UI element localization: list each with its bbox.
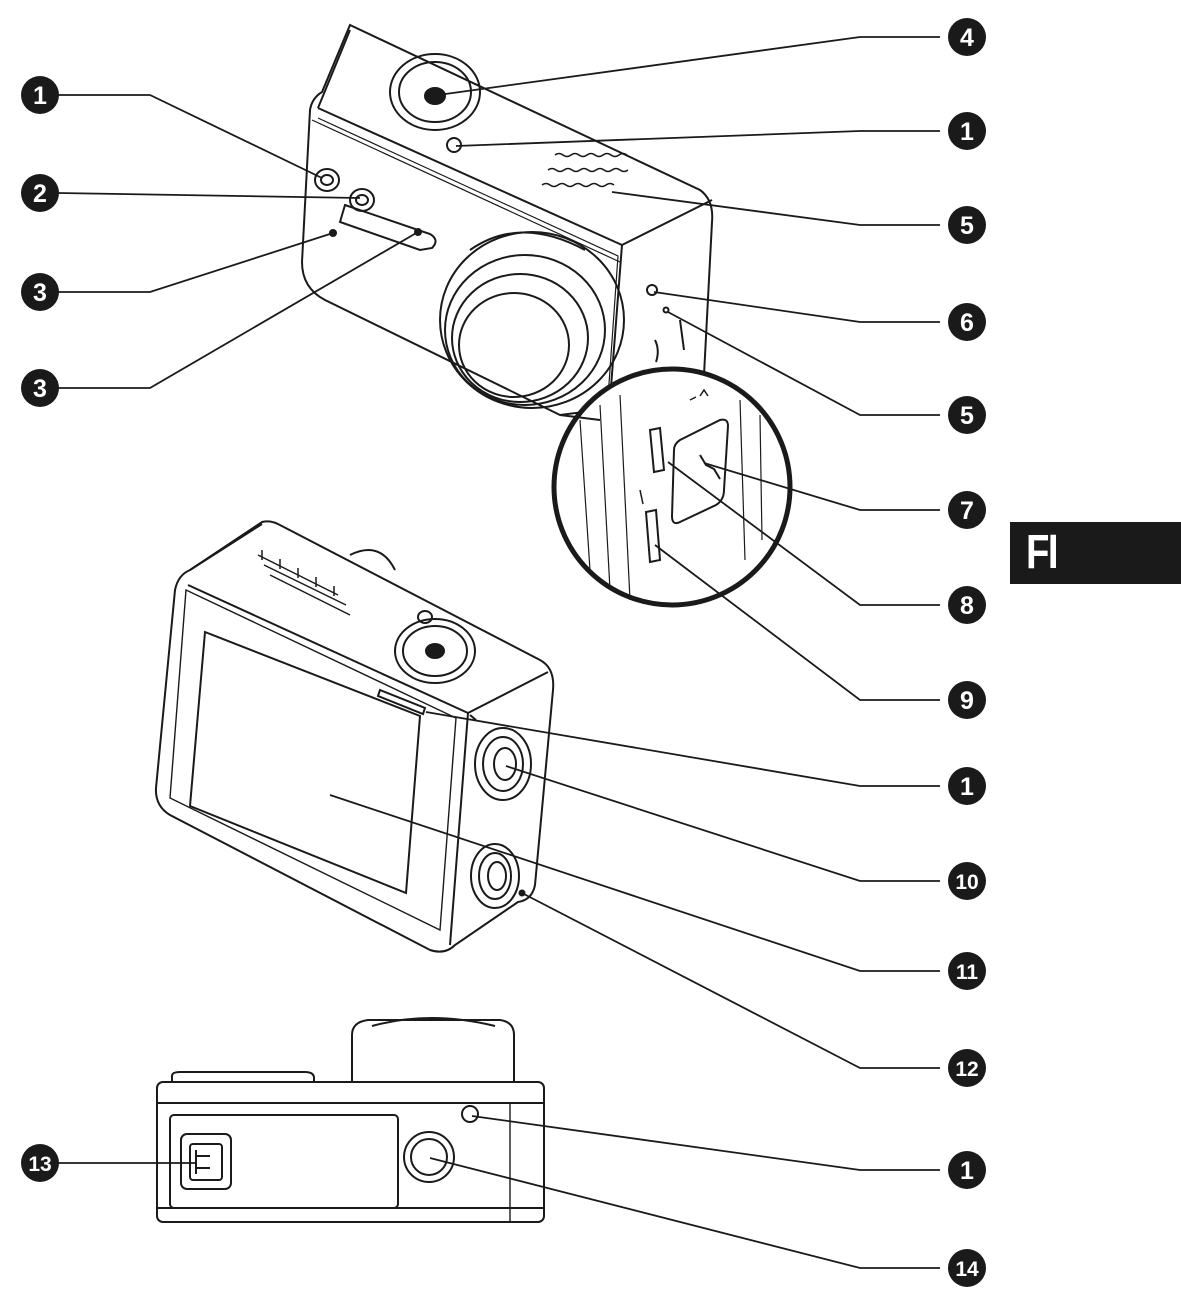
leader-line-1c	[425, 711, 940, 787]
language-tab: FI	[1010, 522, 1181, 584]
callout-badges: 1 2 3 3 4 1 5 6 5 7 8 9 1 10 11 12 13 1 …	[21, 18, 986, 1287]
camera-bottom-view	[156, 1017, 545, 1223]
svg-text:3: 3	[33, 375, 47, 403]
callout-badge: 1	[948, 767, 986, 805]
svg-text:1: 1	[960, 1157, 974, 1185]
leader-line-14	[429, 1157, 940, 1269]
callout-badge: 1	[21, 76, 59, 114]
leader-line-1b	[455, 130, 940, 147]
svg-text:1: 1	[33, 82, 47, 110]
callout-badge: 11	[948, 952, 986, 990]
leader-line-1d	[471, 1115, 940, 1171]
svg-text:4: 4	[960, 24, 974, 52]
svg-text:2: 2	[33, 180, 47, 208]
callout-badge: 1	[948, 112, 986, 150]
callout-badge: 3	[21, 273, 59, 311]
svg-text:11: 11	[956, 961, 979, 984]
svg-text:5: 5	[960, 212, 974, 240]
svg-text:5: 5	[960, 402, 974, 430]
callout-badge: 4	[948, 18, 986, 56]
svg-text:3: 3	[33, 279, 47, 307]
callout-badge: 13	[21, 1144, 59, 1182]
camera-front-view	[300, 23, 714, 417]
callout-badge: 8	[948, 586, 986, 624]
svg-text:14: 14	[955, 1258, 979, 1281]
leader-line-11	[329, 794, 940, 972]
camera-back-view	[154, 520, 555, 953]
svg-text:10: 10	[955, 871, 978, 894]
leader-line-4	[437, 36, 940, 96]
svg-text:1: 1	[960, 118, 974, 146]
svg-text:13: 13	[28, 1153, 51, 1176]
callout-badge: 7	[948, 491, 986, 529]
callout-badge: 12	[948, 1049, 986, 1087]
callout-badge: 14	[948, 1249, 986, 1287]
leader-line-1a	[58, 94, 323, 179]
svg-text:12: 12	[955, 1058, 978, 1081]
leader-lines	[57, 36, 940, 1269]
svg-text:1: 1	[960, 773, 974, 801]
leader-line-3b	[58, 231, 419, 389]
leader-line-5b	[667, 311, 940, 416]
callout-badge: 6	[948, 303, 986, 341]
leader-line-7	[703, 462, 940, 511]
callout-badge: 10	[948, 862, 986, 900]
leader-line-8	[667, 461, 940, 606]
leader-line-2	[57, 192, 361, 199]
callout-badge: 9	[948, 681, 986, 719]
callout-badge: 1	[948, 1151, 986, 1189]
leader-line-9	[654, 544, 940, 701]
leader-line-12	[521, 892, 940, 1069]
side-ports-magnifier	[551, 366, 793, 608]
svg-text:8: 8	[960, 592, 974, 620]
leader-line-3a	[58, 232, 334, 293]
svg-text:6: 6	[960, 309, 974, 337]
svg-text:7: 7	[960, 497, 974, 525]
language-tab-label: FI	[1026, 526, 1059, 579]
magnifier-connector	[559, 414, 601, 421]
callout-badge: 3	[21, 369, 59, 407]
callout-badge: 2	[21, 174, 59, 212]
leader-line-5a	[611, 191, 940, 226]
callout-badge: 5	[948, 206, 986, 244]
svg-text:9: 9	[960, 687, 974, 715]
callout-badge: 5	[948, 396, 986, 434]
leader-line-10	[505, 765, 940, 882]
leader-line-6	[653, 291, 940, 323]
